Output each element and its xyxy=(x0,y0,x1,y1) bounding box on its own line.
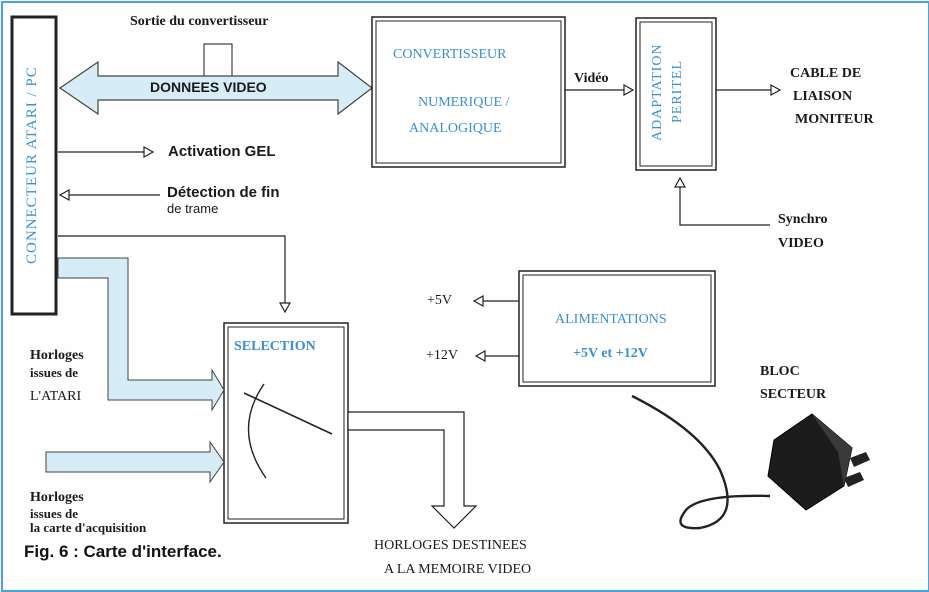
bloc-label-2: SECTEUR xyxy=(760,387,827,402)
horloges-acq-label-3: la carte d'acquisition xyxy=(30,520,147,535)
connector-box xyxy=(10,15,58,316)
detection-label-1: Détection de fin xyxy=(167,184,280,201)
horloges-acq-label-1: Horloges xyxy=(30,490,84,505)
adaptation-box-inner xyxy=(639,21,713,167)
donnees-video-label: DONNEES VIDEO xyxy=(150,79,267,95)
horloges-acq-label-2: issues de xyxy=(30,506,79,521)
synchro-label-2: VIDEO xyxy=(778,236,824,251)
horloges-atari-arrow xyxy=(57,257,225,412)
selection-box xyxy=(223,322,349,524)
horloges-acq-arrow xyxy=(45,440,225,484)
alimentations-label-1: ALIMENTATIONS xyxy=(555,312,667,327)
converter-label-3: ANALOGIQUE xyxy=(409,121,502,136)
selection-box-inner xyxy=(227,326,345,520)
alimentations-label-2: +5V et +12V xyxy=(573,346,648,361)
horloges-atari-label-2: issues de xyxy=(30,365,79,380)
selection-switch-line xyxy=(243,392,333,435)
sortie-notch xyxy=(203,43,233,76)
horloges-dest-label-2: A LA MEMOIRE VIDEO xyxy=(384,562,532,577)
horloges-dest-label-1: HORLOGES DESTINEES xyxy=(374,538,527,553)
alimentations-box-inner xyxy=(522,274,712,383)
converter-box-inner xyxy=(375,20,562,164)
converter-label-1: CONVERTISSEUR xyxy=(393,47,507,62)
horloges-dest-arrow xyxy=(347,411,478,529)
adaptation-label-2: PERITEL xyxy=(670,60,685,124)
cable-label-2: LIAISON xyxy=(793,89,853,104)
plus5v-label: +5V xyxy=(427,293,453,308)
figure-caption: Fig. 6 : Carte d'interface. xyxy=(18,540,228,564)
synchro-label-1: Synchro xyxy=(778,212,828,227)
selection-label: SELECTION xyxy=(234,339,316,354)
detection-label-2: de trame xyxy=(167,201,219,216)
horloges-atari-label-1: Horloges xyxy=(30,348,84,363)
converter-label-2: NUMERIQUE / xyxy=(418,95,510,110)
video-label: Vidéo xyxy=(574,71,609,86)
converter-box xyxy=(371,16,566,168)
synchro-arrow xyxy=(680,178,770,226)
connector-selection-line xyxy=(58,235,285,312)
plus12v-label: +12V xyxy=(426,348,459,363)
selection-switch-arc xyxy=(247,383,267,479)
cable-label-1: CABLE DE xyxy=(790,66,862,81)
adaptation-box xyxy=(635,17,717,171)
bloc-secteur-cable xyxy=(631,394,771,530)
bloc-label-1: BLOC xyxy=(760,364,800,379)
activation-gel-label: Activation GEL xyxy=(168,143,276,160)
adaptation-label-1: ADAPTATION xyxy=(650,43,665,141)
alimentations-box xyxy=(518,270,716,387)
horloges-atari-label-3: L'ATARI xyxy=(30,389,82,404)
cable-label-3: MONITEUR xyxy=(795,112,874,127)
sortie-label: Sortie du convertisseur xyxy=(130,14,269,29)
connector-label: CONNECTEUR ATARI / PC xyxy=(24,66,40,265)
bloc-secteur-plug xyxy=(767,413,870,511)
